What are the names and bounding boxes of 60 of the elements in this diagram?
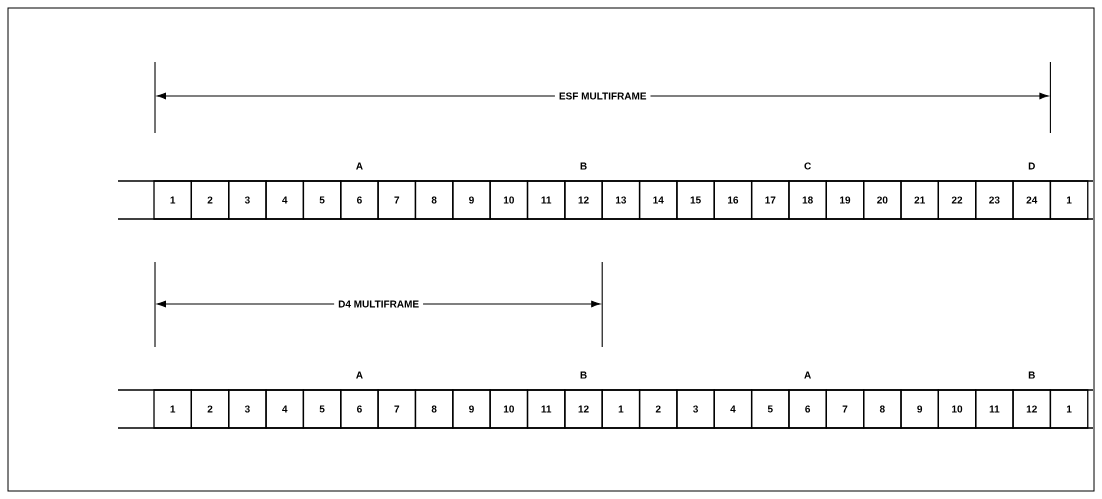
frame-cell: 12 [564, 389, 603, 429]
frame-cell: 3 [228, 389, 267, 429]
frame-marker: B [1028, 371, 1035, 379]
frame-cell: 4 [713, 389, 753, 429]
frame-cell: 11 [526, 389, 566, 429]
dimension-label: D4 MULTIFRAME [334, 299, 424, 309]
frame-cell: 2 [190, 180, 230, 220]
frame-cell: 5 [302, 389, 342, 429]
frame-cell: 8 [863, 389, 902, 429]
frame-cell: 10 [489, 389, 529, 429]
frame-cell: 7 [377, 389, 417, 429]
frame-cell: 1 [1049, 389, 1089, 429]
frame-cell: 5 [750, 389, 790, 429]
frame-cell: 14 [638, 180, 678, 220]
frame-cell: 19 [825, 180, 865, 220]
frame-cell: 7 [825, 389, 865, 429]
frame-marker: A [356, 162, 363, 170]
frame-cell: 16 [713, 180, 753, 220]
frame-cell: 4 [265, 389, 305, 429]
frame-cell: 11 [526, 180, 566, 220]
frame-cell: 2 [190, 389, 230, 429]
frame-cell: 21 [900, 180, 939, 220]
frame-cell: 9 [900, 389, 939, 429]
frame-cell: 1 [1049, 180, 1089, 220]
frame-cell: 13 [601, 180, 641, 220]
frame-cell: 8 [414, 389, 454, 429]
frame-cell: 12 [1012, 389, 1052, 429]
frame-cell: 1 [153, 180, 192, 220]
frame-cell: 2 [638, 389, 678, 429]
frame-cell: 6 [788, 389, 827, 429]
frame-cell: 18 [788, 180, 827, 220]
frame-cell: 10 [937, 389, 977, 429]
frame-cell: 9 [452, 389, 491, 429]
frame-marker: B [580, 371, 587, 379]
frame-cell: 5 [302, 180, 342, 220]
frame-marker: D [1028, 162, 1035, 170]
frame-marker: A [356, 371, 363, 379]
frame-cell: 6 [340, 389, 379, 429]
frame-cell: 7 [377, 180, 417, 220]
frame-cell: 10 [489, 180, 529, 220]
frame-cell: 23 [975, 180, 1014, 220]
frame-marker: C [804, 162, 811, 170]
frame-cell: 17 [750, 180, 790, 220]
frame-cell: 9 [452, 180, 491, 220]
frame-cell: 4 [265, 180, 305, 220]
frame-cell: 3 [228, 180, 267, 220]
frame-cell: 24 [1012, 180, 1052, 220]
frame-cell: 6 [340, 180, 379, 220]
frame-cell: 15 [676, 180, 715, 220]
frame-marker: B [580, 162, 587, 170]
frame-cell: 20 [863, 180, 902, 220]
frame-marker: A [804, 371, 811, 379]
frame-cell: 1 [153, 389, 192, 429]
frame-cell: 22 [937, 180, 977, 220]
frame-cell: 1 [601, 389, 641, 429]
frame-cell: 3 [676, 389, 715, 429]
frame-cell: 11 [975, 389, 1014, 429]
frame-cell: 12 [564, 180, 603, 220]
dimension-label: ESF MULTIFRAME [554, 91, 651, 101]
frame-cell: 8 [414, 180, 454, 220]
